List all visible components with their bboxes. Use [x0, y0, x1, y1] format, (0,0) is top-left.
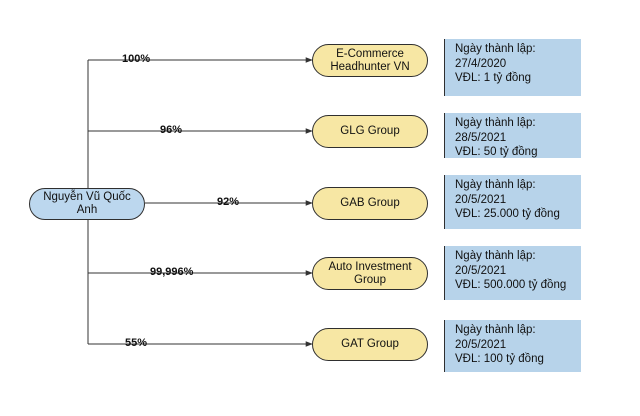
charter-capital: VĐL: 100 tỷ đồng [455, 353, 544, 365]
founding-date-label: Ngày thành lập: [455, 179, 536, 191]
charter-capital: VĐL: 500.000 tỷ đồng [455, 279, 567, 291]
company-name: E-Commerce Headhunter VN [330, 47, 410, 73]
founding-date-label: Ngày thành lập: [455, 117, 536, 129]
company-name: GLG Group [340, 125, 400, 137]
owner-node: Nguyễn Vũ Quốc Anh [29, 188, 145, 220]
company-info-note-1: Ngày thành lập: 27/4/2020 VĐL: 1 tỷ đồng [444, 39, 581, 96]
company-info-note-5: Ngày thành lập: 20/5/2021 VĐL: 100 tỷ đồ… [444, 320, 581, 372]
company-node-3: GAB Group [312, 187, 428, 220]
founding-date: 27/4/2020 [455, 57, 507, 70]
owner-name: Nguyễn Vũ Quốc Anh [43, 191, 131, 216]
company-name: Auto Investment Group [328, 260, 412, 286]
company-name: GAT Group [341, 338, 399, 350]
charter-capital: VĐL: 25.000 tỷ đồng [455, 208, 560, 220]
ownership-percent-2: 96% [160, 124, 183, 136]
founding-date-label: Ngày thành lập: [455, 250, 536, 262]
founding-date: 20/5/2021 [455, 338, 507, 351]
company-info-note-3: Ngày thành lập: 20/5/2021 VĐL: 25.000 tỷ… [444, 175, 581, 229]
ownership-percent-1: 100% [122, 53, 151, 65]
company-name: GAB Group [340, 197, 400, 209]
company-info-note-4: Ngày thành lập: 20/5/2021 VĐL: 500.000 t… [444, 246, 581, 300]
charter-capital: VĐL: 50 tỷ đồng [455, 146, 538, 158]
ownership-percent-4: 99,996% [150, 266, 194, 278]
founding-date: 20/5/2021 [455, 193, 507, 206]
ownership-percent-3: 92% [217, 196, 240, 208]
ownership-percent-5: 55% [125, 337, 148, 349]
company-node-4: Auto Investment Group [312, 257, 428, 290]
company-node-2: GLG Group [312, 115, 428, 148]
company-node-5: GAT Group [312, 328, 428, 361]
company-node-1: E-Commerce Headhunter VN [312, 44, 428, 77]
founding-date-label: Ngày thành lập: [455, 324, 536, 336]
company-info-note-2: Ngày thành lập: 28/5/2021 VĐL: 50 tỷ đồn… [444, 113, 581, 158]
founding-date-label: Ngày thành lập: [455, 43, 536, 55]
founding-date: 20/5/2021 [455, 264, 507, 277]
founding-date: 28/5/2021 [455, 131, 507, 144]
charter-capital: VĐL: 1 tỷ đồng [455, 72, 532, 84]
